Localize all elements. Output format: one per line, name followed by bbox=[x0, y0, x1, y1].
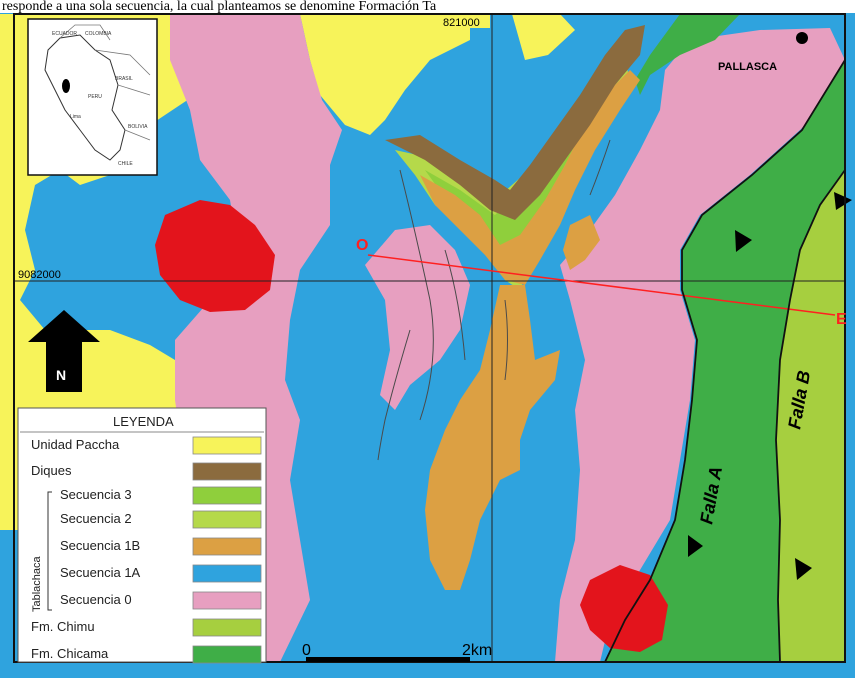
north-arrow-label: N bbox=[56, 367, 66, 383]
zone-fm-chicama-ne bbox=[635, 14, 740, 95]
north-arrow: N bbox=[28, 310, 100, 392]
profile-line bbox=[367, 254, 836, 316]
inset-peru-outline bbox=[44, 34, 126, 161]
zone-secuencia-1b-north bbox=[420, 70, 640, 285]
inset-study-area bbox=[62, 79, 70, 93]
easting-label-bg bbox=[440, 15, 490, 28]
thrust-fault-teeth bbox=[688, 192, 852, 580]
legend-item-label: Unidad Paccha bbox=[31, 437, 120, 452]
caption-band bbox=[0, 0, 855, 13]
scale-bar-start-label: 0 bbox=[302, 642, 311, 659]
legend-item-label: Secuencia 1B bbox=[60, 538, 140, 553]
legend-item-label: Secuencia 0 bbox=[60, 592, 132, 607]
zone-secuencia-1b-east bbox=[563, 215, 600, 270]
inset-label-0: ECUADOR bbox=[52, 31, 77, 37]
legend-item-swatch bbox=[192, 462, 262, 481]
legend-item-swatch bbox=[192, 645, 262, 664]
town-label: PALLASCA bbox=[718, 61, 777, 73]
legend-item-label: Diques bbox=[31, 463, 72, 478]
zone-secuencia-0-east bbox=[555, 28, 845, 662]
fault-lines-minor bbox=[377, 139, 611, 461]
easting-label: 821000 bbox=[443, 17, 480, 29]
legend-item-swatch bbox=[192, 510, 262, 529]
inset-neighbours bbox=[59, 24, 151, 141]
legend-item-label: Secuencia 2 bbox=[60, 511, 132, 526]
inset-label-5: BOLIVIA bbox=[128, 124, 148, 130]
inset-label-1: COLOMBIA bbox=[85, 31, 112, 37]
legend-item-swatch bbox=[192, 537, 262, 556]
intrusive-body-west bbox=[155, 200, 275, 312]
profile-start-label: O bbox=[356, 237, 368, 254]
legend-item-label: Fm. Chicama bbox=[31, 646, 109, 661]
zone-secuencia-0-central bbox=[365, 225, 470, 410]
legend-item-swatch bbox=[192, 591, 262, 610]
legend-item-swatch bbox=[192, 618, 262, 637]
zone-diques bbox=[385, 25, 645, 220]
legend-group-bracket bbox=[47, 491, 52, 611]
legend-item-swatch bbox=[192, 564, 262, 583]
legend-group-label: Tablachaca bbox=[31, 555, 43, 612]
legend-item-label: Secuencia 1A bbox=[60, 565, 141, 580]
inset-location-map: ECUADOR COLOMBIA BRASIL PERU Lima BOLIVI… bbox=[27, 18, 158, 176]
scale-bar: 0 2km bbox=[302, 642, 492, 662]
legend-item-swatch bbox=[192, 436, 262, 455]
legend-title: LEYENDA bbox=[113, 414, 174, 429]
legend-item-swatch bbox=[192, 486, 262, 505]
legend-item-label: Secuencia 3 bbox=[60, 487, 132, 502]
major-faults bbox=[604, 59, 846, 663]
scale-bar-bar bbox=[306, 657, 470, 662]
profile-end-label: E bbox=[836, 311, 847, 328]
inset-label-6: CHILE bbox=[118, 161, 133, 167]
inset-label-3: PERU bbox=[88, 94, 102, 100]
northing-label: 9082000 bbox=[18, 269, 61, 281]
zone-unidad-paccha-north bbox=[300, 14, 470, 135]
caption-text: responde a una sola secuencia, la cual p… bbox=[2, 0, 437, 14]
legend: LEYENDA Tablachaca Unidad PacchaDiquesSe… bbox=[17, 407, 267, 664]
coordinate-grid bbox=[14, 14, 845, 662]
legend-item-label: Fm. Chimu bbox=[31, 619, 95, 634]
zone-fm-chimu bbox=[776, 170, 845, 662]
zone-unidad-paccha-northeast bbox=[512, 14, 575, 60]
inset-label-2: BRASIL bbox=[115, 76, 133, 82]
scale-bar-end-label: 2km bbox=[462, 642, 492, 659]
inset-label-4: Lima bbox=[70, 114, 81, 120]
town-marker bbox=[796, 32, 808, 44]
